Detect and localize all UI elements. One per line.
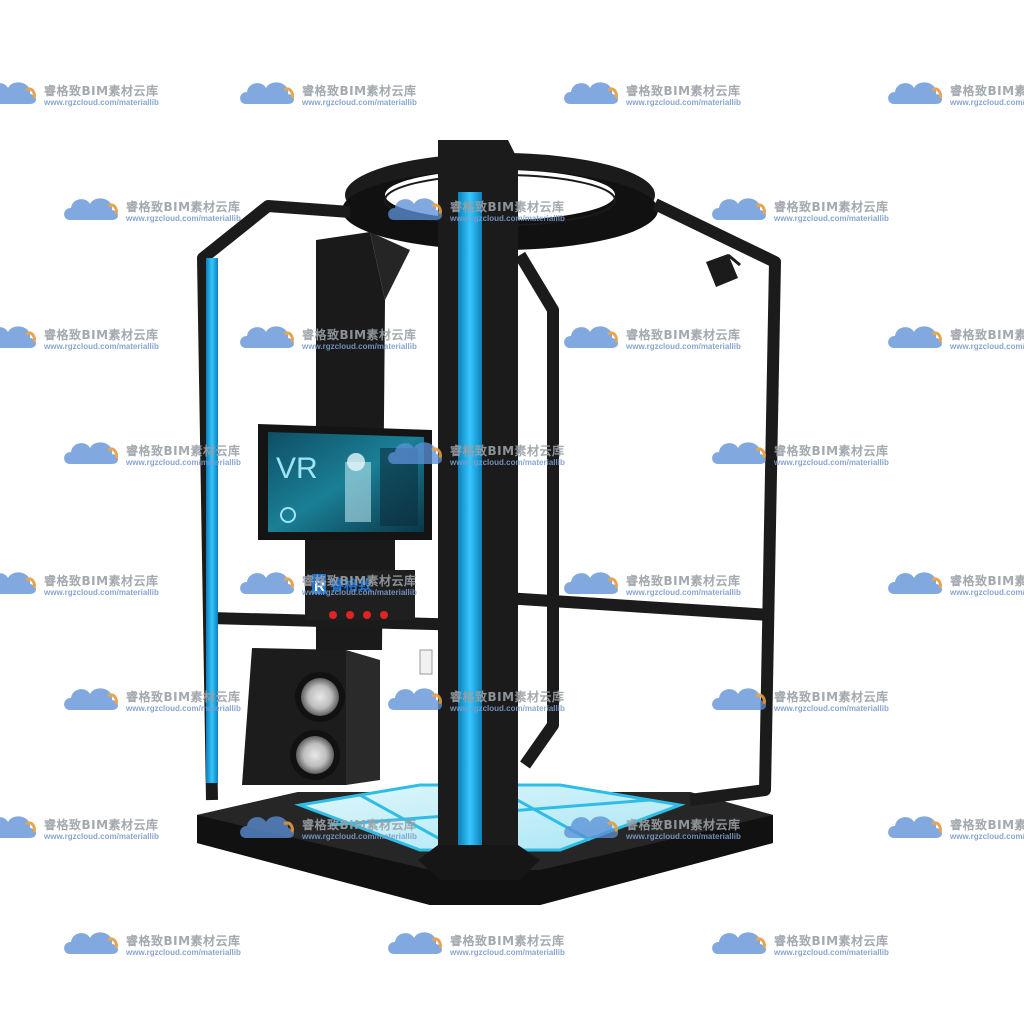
control-button-1 bbox=[329, 611, 337, 619]
front-light-bar bbox=[458, 192, 482, 845]
vr-screen-text: VR bbox=[276, 452, 318, 485]
control-button-2 bbox=[346, 611, 354, 619]
speaker-cabinet bbox=[242, 648, 380, 785]
control-button-4 bbox=[380, 611, 388, 619]
sensor-camera bbox=[706, 253, 741, 287]
panel-logo-text: 睿格致 bbox=[329, 577, 373, 594]
left-light-bar bbox=[206, 258, 218, 783]
control-panel: R 睿格致 bbox=[305, 570, 415, 620]
control-button-3 bbox=[363, 611, 371, 619]
panel-logo-letter: R bbox=[314, 578, 325, 595]
vr-display: VR bbox=[258, 424, 432, 540]
front-pillar bbox=[418, 140, 540, 880]
side-bracket bbox=[419, 649, 433, 675]
